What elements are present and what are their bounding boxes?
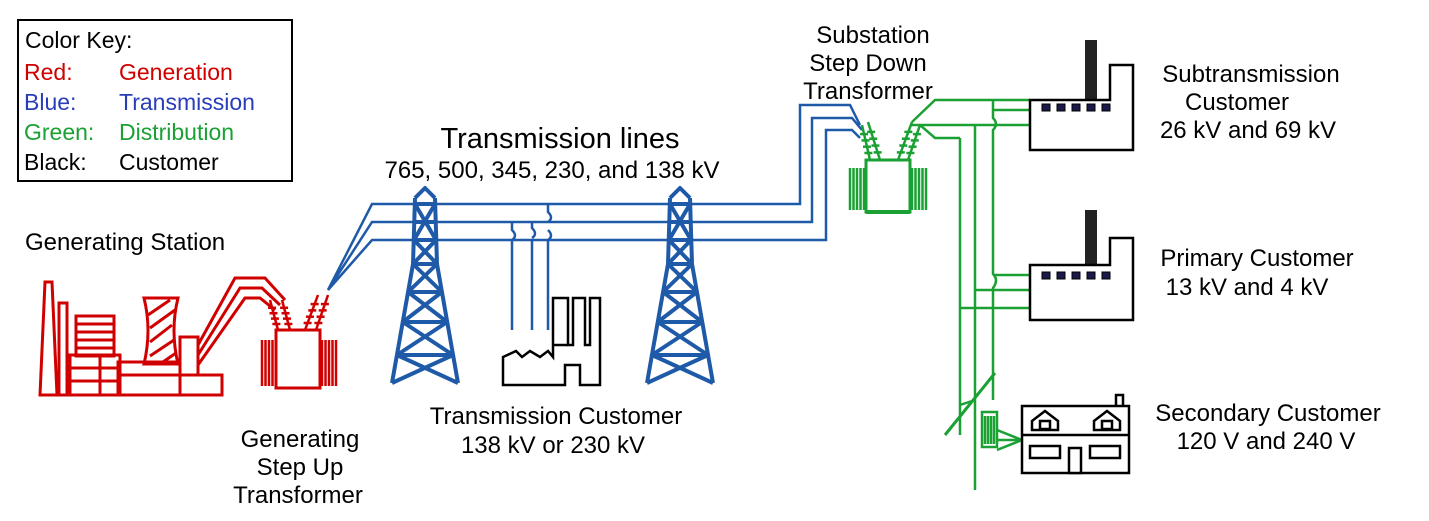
transmission-tower-left (390, 186, 460, 385)
factory-window (1056, 271, 1066, 280)
substation-label-line1: Substation (816, 22, 929, 49)
subtransmission-customer-factory (1028, 40, 1135, 152)
step-up-label-line1: Generating (241, 426, 360, 453)
substation-label-line2: Step Down (809, 50, 926, 77)
secondary-customer-house (1020, 393, 1131, 475)
color-key-name-3: Black: (24, 149, 87, 175)
factory-window (1086, 103, 1096, 112)
factory-window (1071, 103, 1081, 112)
factory-window (1041, 103, 1051, 112)
step-up-label-line3: Transformer (233, 482, 363, 509)
step-up-transformer (260, 294, 338, 390)
step-up-label-line2: Step Up (257, 454, 344, 481)
factory-window (1101, 271, 1111, 280)
chimney-left (38, 280, 59, 397)
color-key-box (17, 19, 293, 182)
secondary-customer-label: Secondary Customer (1155, 400, 1380, 427)
color-key-meaning-2: Distribution (119, 119, 234, 145)
subtransmission-label-line1: Subtransmission (1162, 61, 1339, 88)
generating-station (38, 276, 287, 397)
factory-window (1056, 103, 1066, 112)
subtransmission-label-line2: Customer (1185, 89, 1289, 116)
subtransmission-label-line3: 26 kV and 69 kV (1160, 117, 1336, 144)
color-key-title: Color Key: (25, 27, 132, 53)
factory-window (1086, 271, 1096, 280)
factory-window (1101, 103, 1111, 112)
primary-customer-label: Primary Customer (1160, 245, 1353, 272)
step-down-transformer (848, 121, 928, 214)
chimney-right (57, 301, 69, 397)
color-key-name-2: Green: (24, 119, 94, 145)
transmission-tower-right (645, 186, 715, 385)
transmission-lines-voltages: 765, 500, 345, 230, and 138 kV (385, 157, 720, 184)
transmission-customer-voltage: 138 kV or 230 kV (461, 432, 645, 459)
cooling-tower (142, 296, 180, 366)
primary-customer-voltage: 13 kV and 4 kV (1166, 274, 1329, 301)
color-key-meaning-0: Generation (119, 59, 233, 85)
labels: Generating Station Generating Step Up Tr… (25, 22, 1381, 509)
transmission-customer-label: Transmission Customer (430, 403, 683, 430)
factory-window (1041, 271, 1051, 280)
color-key-name-1: Blue: (24, 89, 76, 115)
transmission-lines (326, 103, 863, 330)
substation-label-line3: Transformer (803, 78, 933, 105)
color-key-meaning-3: Customer (119, 149, 219, 175)
factory-window (1071, 271, 1081, 280)
transmission-lines-title: Transmission lines (440, 123, 679, 155)
transmission-customer-building (501, 296, 602, 387)
generating-station-label: Generating Station (25, 229, 225, 256)
color-key-name-0: Red: (24, 59, 73, 85)
color-key-meaning-1: Transmission (119, 89, 255, 115)
primary-customer-factory (1028, 210, 1135, 322)
distribution-lines (910, 98, 1030, 490)
secondary-customer-voltage: 120 V and 240 V (1177, 428, 1356, 455)
